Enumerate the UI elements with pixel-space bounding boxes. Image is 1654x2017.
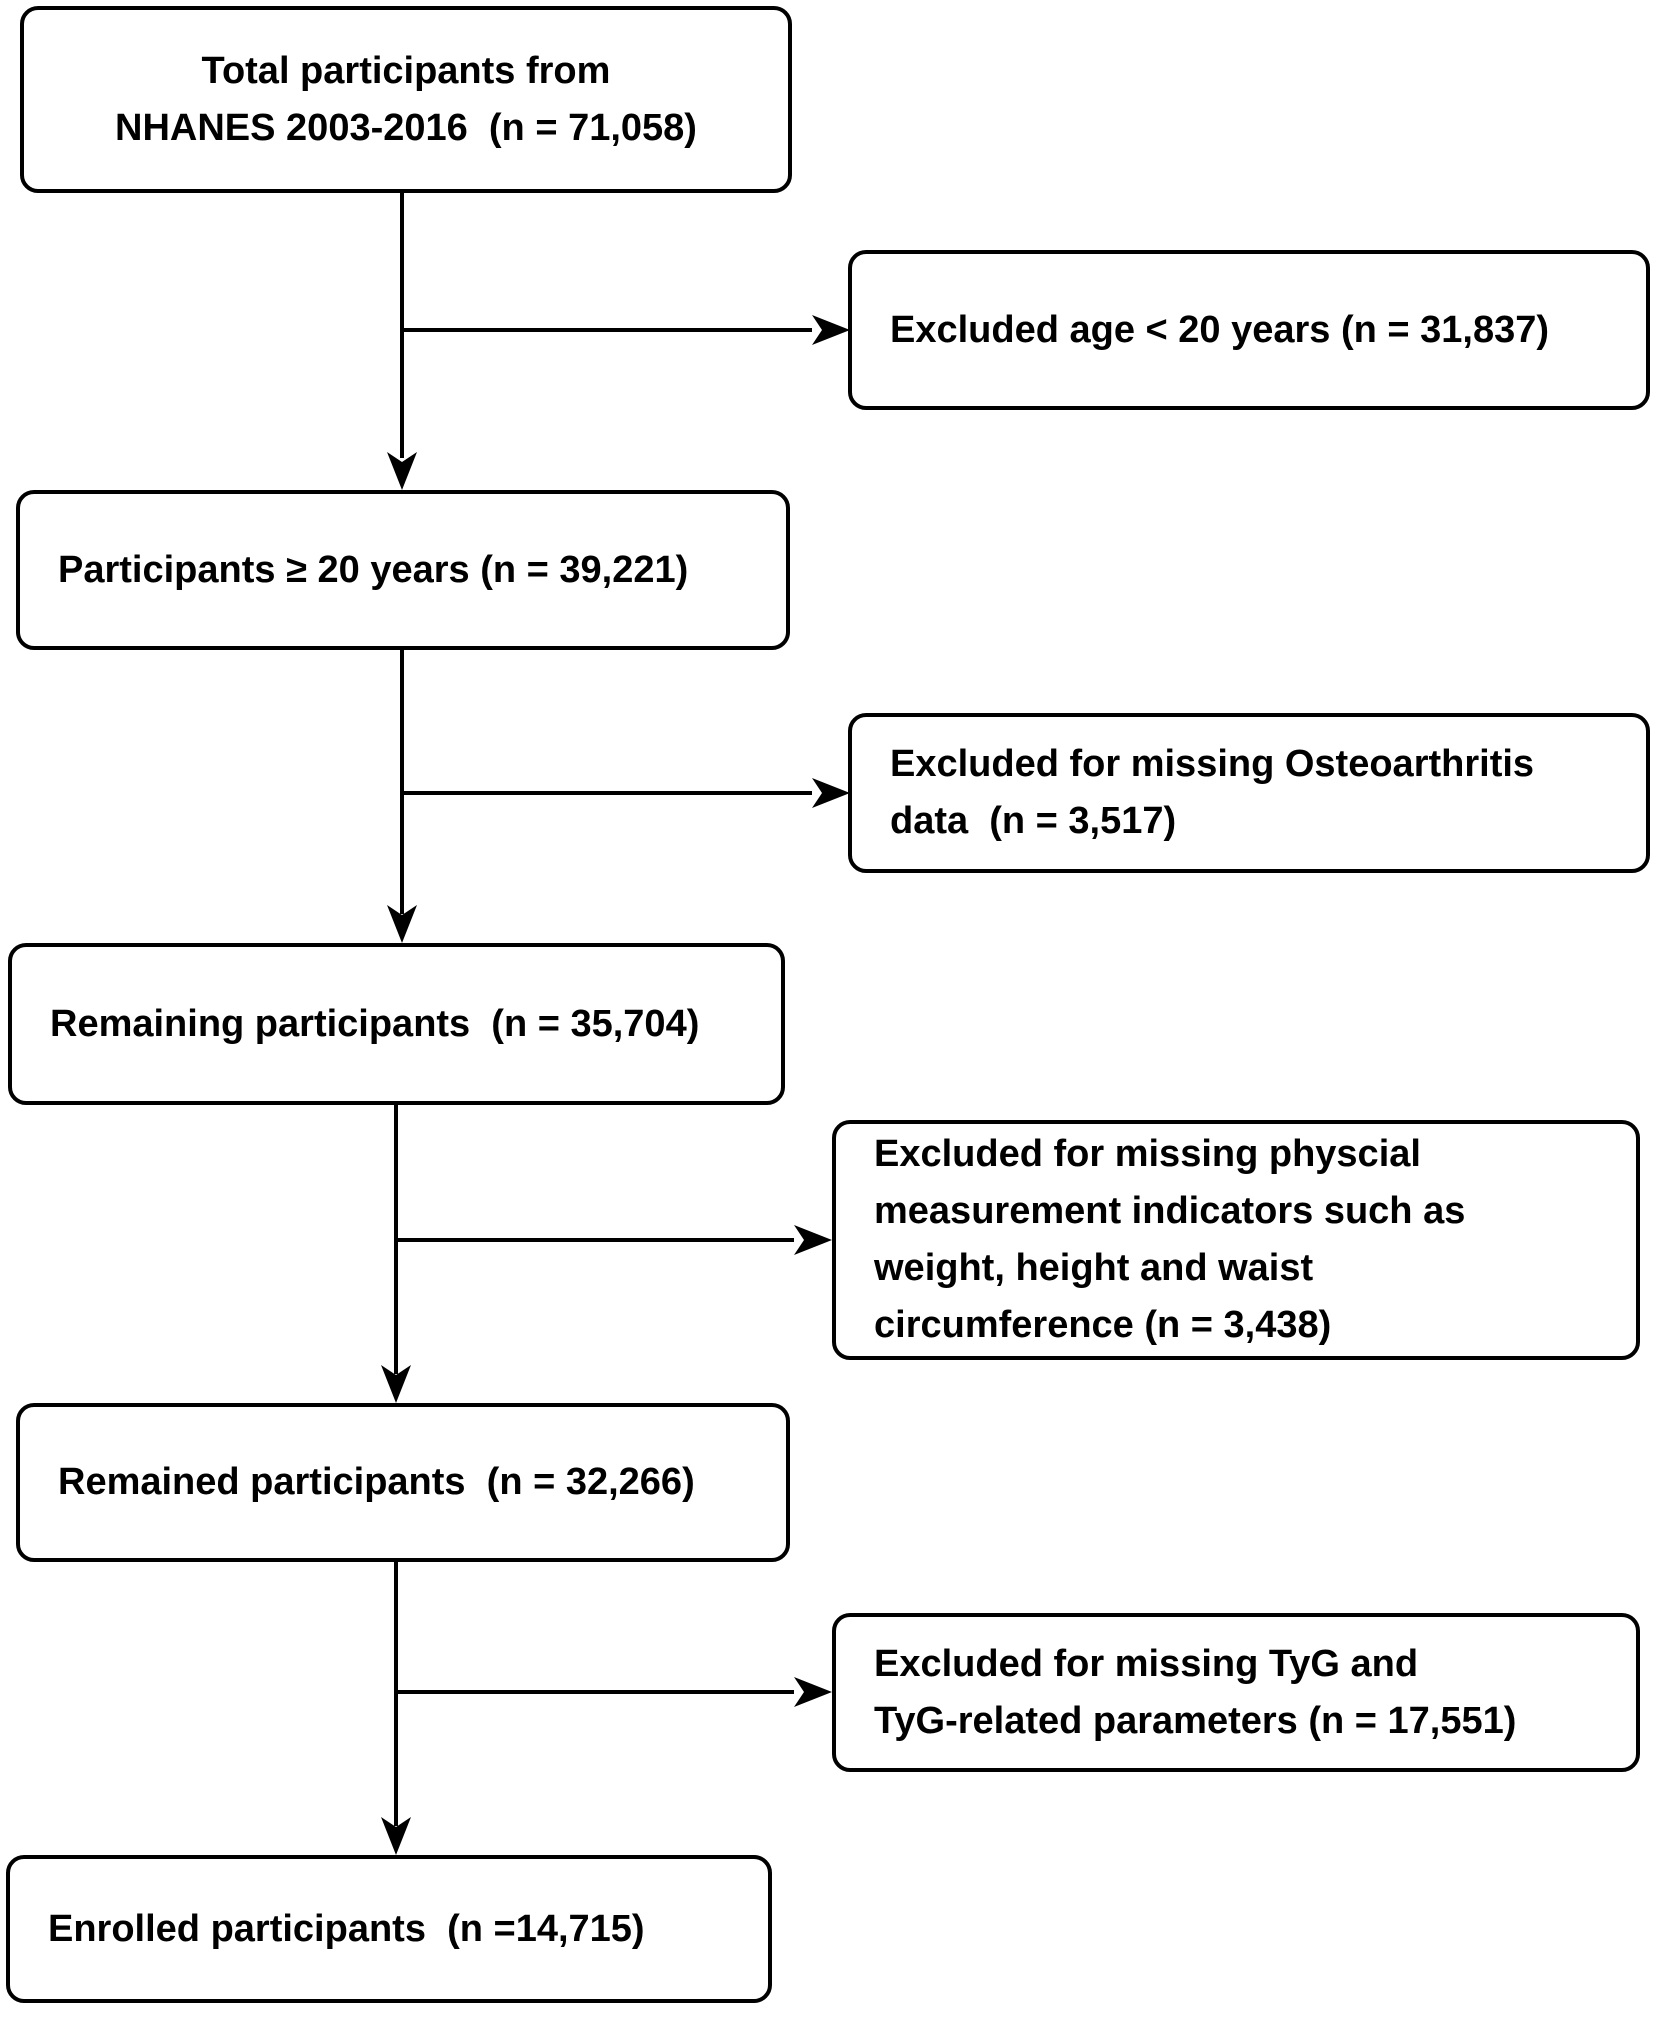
node-text-line: Remained participants (n = 32,266) [58, 1461, 695, 1503]
node-text-line: circumference (n = 3,438) [874, 1304, 1332, 1346]
arrowhead-down-icon [380, 1817, 412, 1855]
node-text-line: Total participants from [201, 49, 611, 92]
connector-line-total-to-20plus [400, 193, 404, 458]
node-excluded-osteoarthritis: Excluded for missing Osteoarthritis data… [848, 713, 1650, 873]
arrowhead-right-icon [794, 1676, 832, 1708]
node-text-line: Enrolled participants (n =14,715) [48, 1907, 645, 1950]
arrowhead-down-icon [386, 452, 418, 490]
connector-line-to-excluded-tyg [396, 1690, 794, 1694]
arrowhead-right-icon [812, 777, 850, 809]
node-text-line: Excluded for missing physcial [874, 1133, 1421, 1175]
connector-line-20plus-to-remaining [400, 650, 404, 914]
node-excluded-age: Excluded age < 20 years (n = 31,837) [848, 250, 1650, 410]
connector-line-to-excluded-physical [396, 1238, 794, 1242]
node-text-line: Remaining participants (n = 35,704) [50, 1002, 700, 1045]
arrowhead-down-icon [380, 1365, 412, 1403]
node-text-line: TyG-related parameters (n = 17,551) [874, 1699, 1517, 1742]
connector-line-remained-to-enrolled [394, 1562, 398, 1826]
node-text-line: measurement indicators such as [874, 1190, 1466, 1232]
node-text-line: Excluded for missing TyG and [874, 1642, 1419, 1685]
connector-line-to-excluded-osteoarthritis [402, 791, 812, 795]
node-participants-20plus: Participants ≥ 20 years (n = 39,221) [16, 490, 790, 650]
node-total-participants: Total participants from NHANES 2003-2016… [20, 6, 792, 193]
node-text-line: Excluded for missing Osteoarthritis [890, 743, 1535, 785]
arrowhead-right-icon [794, 1224, 832, 1256]
node-remained-participants: Remained participants (n = 32,266) [16, 1403, 790, 1562]
connector-line-to-excluded-age [402, 328, 812, 332]
node-text-line: Participants ≥ 20 years (n = 39,221) [58, 548, 689, 591]
arrowhead-right-icon [812, 314, 850, 346]
node-excluded-tyg: Excluded for missing TyG and TyG-related… [832, 1613, 1640, 1772]
node-text-line: weight, height and waist [874, 1247, 1314, 1289]
node-text-line: Excluded age < 20 years (n = 31,837) [890, 308, 1550, 351]
node-remaining-participants: Remaining participants (n = 35,704) [8, 943, 785, 1105]
node-text-line: data (n = 3,517) [890, 800, 1177, 842]
arrowhead-down-icon [386, 905, 418, 943]
node-enrolled-participants: Enrolled participants (n =14,715) [6, 1855, 772, 2003]
node-text-line: NHANES 2003-2016 (n = 71,058) [115, 106, 697, 149]
node-excluded-physical-measurement: Excluded for missing physcial measuremen… [832, 1120, 1640, 1360]
